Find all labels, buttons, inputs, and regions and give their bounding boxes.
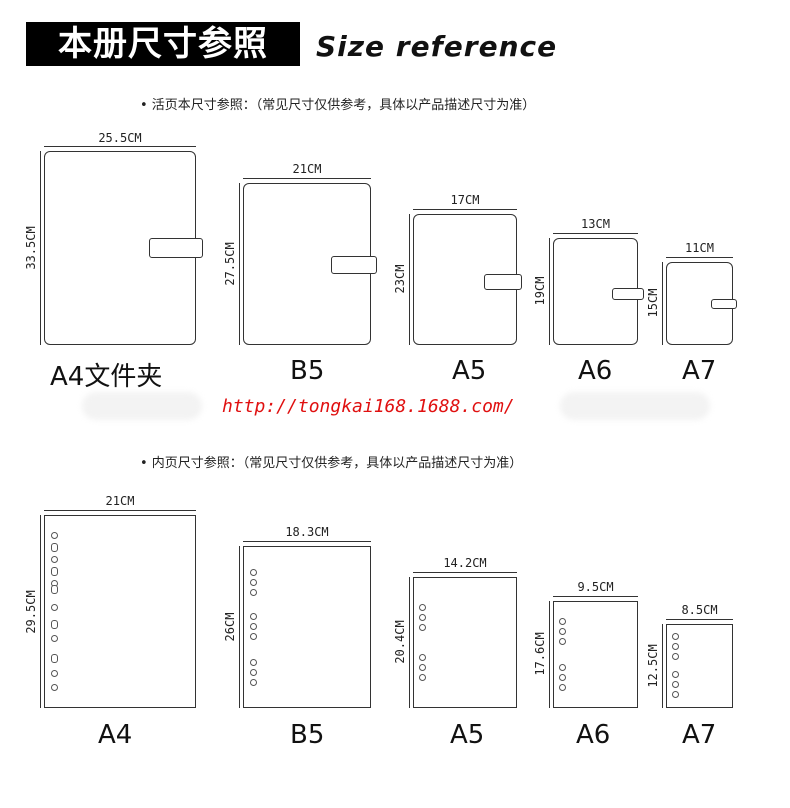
binder-b5-clasp	[331, 256, 377, 274]
binder-b5-label: B5	[290, 356, 325, 386]
punch-hole	[51, 635, 58, 642]
binder-b5-cover	[243, 183, 377, 345]
punch-hole	[559, 628, 566, 635]
punch-hole	[51, 654, 58, 663]
binder-a7-label: A7	[682, 356, 717, 386]
refill-a6-height: 17.6CM	[533, 632, 547, 676]
binder-a4-clasp	[149, 238, 203, 258]
punch-hole	[672, 691, 679, 698]
watermark-smear	[82, 392, 202, 420]
binder-a4-cover	[44, 151, 203, 345]
refill-a4-page	[44, 515, 196, 708]
punch-hole	[250, 579, 257, 586]
punch-hole	[672, 653, 679, 660]
binder-a7-width: 11CM	[685, 241, 714, 255]
binder-note: • 活页本尺寸参照：（常见尺寸仅供参考，具体以产品描述尺寸为准）	[140, 98, 536, 113]
punch-hole	[250, 659, 257, 666]
refill-a7-height: 12.5CM	[646, 644, 660, 688]
punch-hole	[672, 681, 679, 688]
refill-b5-page	[243, 546, 371, 708]
binder-b5-width: 21CM	[292, 162, 322, 176]
binder-a7-clasp	[711, 299, 737, 309]
punch-hole	[419, 614, 426, 621]
binder-a4-height: 33.5CM	[24, 226, 38, 270]
shop-url[interactable]: http://tongkai168.1688.com/	[222, 396, 515, 417]
punch-hole	[51, 620, 58, 629]
punch-hole	[559, 618, 566, 625]
punch-hole	[51, 604, 58, 611]
refill-a5-width: 14.2CM	[443, 556, 487, 570]
binder-a5-cover	[413, 214, 522, 345]
refill-a5-page	[413, 577, 517, 708]
refill-a4-label: A4	[98, 720, 133, 750]
punch-hole	[419, 674, 426, 681]
punch-hole	[419, 664, 426, 671]
binder-b5-height: 27.5CM	[223, 242, 237, 286]
punch-hole	[419, 604, 426, 611]
punch-hole	[559, 638, 566, 645]
punch-hole	[672, 643, 679, 650]
binder-a6-cover	[553, 238, 644, 345]
refill-a7-page	[666, 624, 733, 708]
punch-hole	[559, 684, 566, 691]
punch-hole	[51, 585, 58, 594]
punch-hole	[672, 633, 679, 640]
punch-hole	[672, 671, 679, 678]
punch-hole	[250, 569, 257, 576]
refill-a4-height: 29.5CM	[24, 590, 38, 634]
binder-a5-clasp	[484, 274, 522, 290]
binder-a5-height: 23CM	[393, 264, 407, 294]
watermark-smear	[560, 392, 710, 420]
punch-hole	[250, 613, 257, 620]
binder-a6-label: A6	[578, 356, 613, 386]
punch-hole	[559, 664, 566, 671]
refill-a6-width: 9.5CM	[577, 580, 614, 594]
punch-hole	[51, 532, 58, 539]
binder-a6-height: 19CM	[533, 276, 547, 306]
refill-a5-height: 20.4CM	[393, 620, 407, 664]
refill-a7-label: A7	[682, 720, 717, 750]
punch-hole	[51, 670, 58, 677]
refill-b5-height: 26CM	[223, 612, 237, 642]
binder-a5-label: A5	[452, 356, 487, 386]
title-chinese: 本册尺寸参照	[26, 22, 300, 66]
binder-a6-width: 13CM	[581, 217, 610, 231]
punch-hole	[51, 684, 58, 691]
refill-a7-width: 8.5CM	[681, 603, 718, 617]
refill-a5-label: A5	[450, 720, 485, 750]
binder-a6-clasp	[612, 288, 644, 300]
punch-hole	[250, 669, 257, 676]
punch-hole	[51, 567, 58, 576]
punch-hole	[250, 633, 257, 640]
refill-note: • 内页尺寸参照：（常见尺寸仅供参考，具体以产品描述尺寸为准）	[140, 456, 523, 471]
binder-a7-height: 15CM	[646, 288, 660, 318]
punch-hole	[250, 623, 257, 630]
punch-hole	[51, 556, 58, 563]
refill-a6-page	[553, 601, 638, 708]
refill-b5-width: 18.3CM	[285, 525, 329, 539]
punch-hole	[51, 543, 58, 552]
binder-a4-width: 25.5CM	[98, 131, 142, 145]
refill-a4-width: 21CM	[105, 494, 135, 508]
refill-b5-label: B5	[290, 720, 325, 750]
punch-hole	[419, 654, 426, 661]
punch-hole	[250, 589, 257, 596]
title-english: Size reference	[316, 30, 558, 63]
punch-hole	[419, 624, 426, 631]
binder-a4-label: A4文件夹	[50, 362, 163, 392]
punch-hole	[559, 674, 566, 681]
binder-a5-width: 17CM	[450, 193, 480, 207]
punch-hole	[250, 679, 257, 686]
binder-a7-cover	[666, 262, 737, 345]
refill-a6-label: A6	[576, 720, 611, 750]
